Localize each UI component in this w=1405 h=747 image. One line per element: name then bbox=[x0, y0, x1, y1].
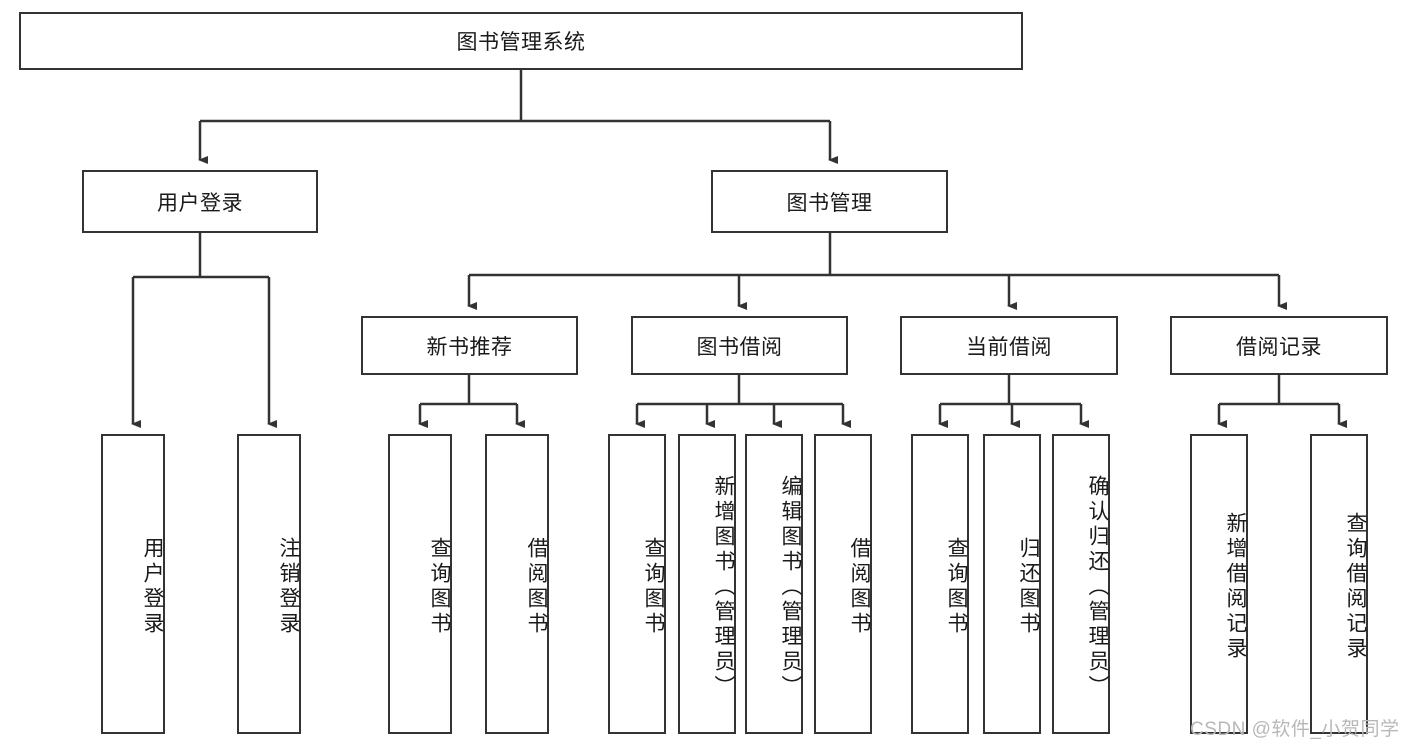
node-leaf-cur-return-book[interactable]: 归还图书 bbox=[983, 434, 1041, 734]
node-label: 图书管理 bbox=[786, 191, 873, 215]
node-leaf-user-login[interactable]: 用户登录 bbox=[101, 434, 165, 734]
node-current-borrow[interactable]: 当前借阅 bbox=[900, 316, 1118, 375]
node-leaf-borrow-query-book[interactable]: 查询图书 bbox=[608, 434, 666, 734]
node-leaf-borrow-edit-book[interactable]: 编辑图书（管理员） bbox=[745, 434, 803, 734]
node-label: 确认归还（管理员） bbox=[1086, 474, 1109, 700]
node-label: 借阅图书 bbox=[848, 537, 871, 637]
node-label: 图书借阅 bbox=[696, 335, 783, 359]
node-leaf-cur-confirm-return[interactable]: 确认归还（管理员） bbox=[1052, 434, 1110, 734]
watermark: CSDN @软件_小贺同学 bbox=[1190, 719, 1400, 740]
node-label: 新增借阅记录 bbox=[1224, 512, 1247, 662]
node-label: 用户登录 bbox=[157, 191, 243, 215]
node-user-login[interactable]: 用户登录 bbox=[82, 170, 318, 233]
node-leaf-rec-add-record[interactable]: 新增借阅记录 bbox=[1190, 434, 1248, 734]
node-label: 借阅记录 bbox=[1236, 335, 1322, 359]
node-label: 查询借阅记录 bbox=[1344, 512, 1367, 662]
node-label: 新书推荐 bbox=[426, 335, 513, 359]
node-label: 新增图书（管理员） bbox=[712, 474, 735, 700]
node-leaf-cur-query-book[interactable]: 查询图书 bbox=[911, 434, 969, 734]
node-leaf-rec-query-record[interactable]: 查询借阅记录 bbox=[1310, 434, 1368, 734]
node-label: 图书管理系统 bbox=[456, 31, 586, 54]
node-root-system[interactable]: 图书管理系统 bbox=[19, 12, 1023, 70]
node-leaf-borrow-lend-book[interactable]: 借阅图书 bbox=[814, 434, 872, 734]
node-label: 借阅图书 bbox=[525, 537, 548, 637]
node-leaf-borrow-add-book[interactable]: 新增图书（管理员） bbox=[678, 434, 736, 734]
node-label: 注销登录 bbox=[277, 537, 300, 637]
node-new-book-rec[interactable]: 新书推荐 bbox=[361, 316, 578, 375]
node-leaf-rec-query-book[interactable]: 查询图书 bbox=[388, 434, 452, 734]
node-leaf-user-logout[interactable]: 注销登录 bbox=[237, 434, 301, 734]
node-leaf-rec-borrow-book[interactable]: 借阅图书 bbox=[485, 434, 549, 734]
node-book-borrow[interactable]: 图书借阅 bbox=[631, 316, 848, 375]
node-label: 归还图书 bbox=[1017, 537, 1040, 637]
node-label: 当前借阅 bbox=[966, 335, 1052, 359]
node-label: 查询图书 bbox=[428, 537, 451, 637]
node-borrow-record[interactable]: 借阅记录 bbox=[1170, 316, 1388, 375]
node-label: 编辑图书（管理员） bbox=[779, 474, 802, 700]
node-label: 用户登录 bbox=[141, 537, 164, 637]
node-book-manage[interactable]: 图书管理 bbox=[711, 170, 948, 233]
node-label: 查询图书 bbox=[945, 537, 968, 637]
node-label: 查询图书 bbox=[642, 537, 665, 637]
